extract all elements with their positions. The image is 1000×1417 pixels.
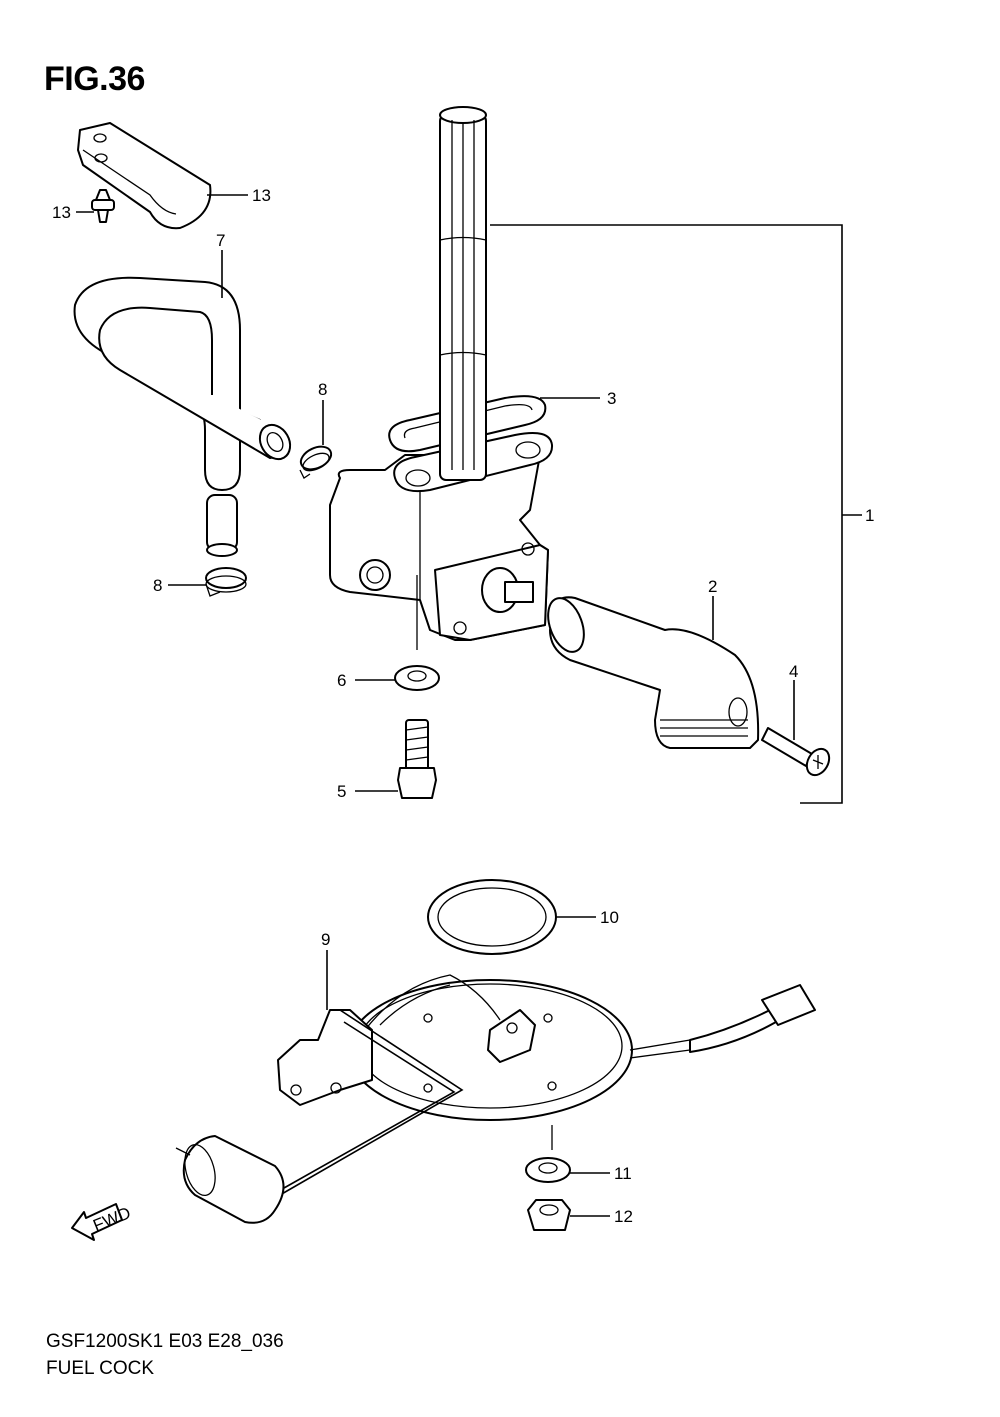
callout-8-upper: 8 — [318, 380, 327, 399]
callout-12: 12 — [614, 1207, 633, 1226]
callout-9: 9 — [321, 930, 330, 949]
part-5-bolt — [397, 719, 437, 799]
leader-lines — [76, 194, 795, 1217]
callout-14: 13 — [52, 203, 71, 222]
fwd-arrow-icon: FWD — [71, 1203, 133, 1241]
part-8-hose-clamp-lower — [205, 567, 247, 597]
callout-8-lower: 8 — [153, 576, 162, 595]
part-1-fuel-cock-body — [329, 454, 549, 641]
callout-13: 13 — [252, 186, 271, 205]
callout-5: 5 — [337, 782, 346, 801]
callout-2: 2 — [708, 577, 717, 596]
callout-6: 6 — [337, 671, 346, 690]
callout-10: 10 — [600, 908, 619, 927]
part-12-nut — [527, 1199, 571, 1231]
callout-3: 3 — [607, 389, 616, 408]
part-1-assembly-bracket — [490, 224, 862, 804]
part-4-screw — [761, 727, 831, 777]
part-3-gasket-strainer — [388, 106, 554, 493]
model-code: GSF1200SK1 E03 E28_036 — [46, 1331, 284, 1352]
section-name: FUEL COCK — [46, 1358, 155, 1379]
part-11-washer — [525, 1157, 571, 1183]
part-8-hose-clamp-upper — [299, 445, 333, 479]
callout-1: 1 — [865, 506, 874, 525]
callout-4: 4 — [789, 662, 798, 681]
part-13-strap — [77, 122, 212, 230]
part-9-fuel-level-gauge — [175, 974, 816, 1224]
part-14-clip — [91, 189, 115, 223]
part-10-o-ring — [427, 879, 557, 955]
figure-title: FIG.36 — [44, 60, 145, 98]
callout-11: 11 — [614, 1164, 632, 1183]
part-6-washer — [394, 665, 440, 691]
callout-7: 7 — [216, 231, 225, 250]
fwd-arrow-label: FWD — [90, 1203, 133, 1235]
part-7-fuel-hose — [73, 276, 292, 557]
part-2-lever — [547, 596, 760, 749]
